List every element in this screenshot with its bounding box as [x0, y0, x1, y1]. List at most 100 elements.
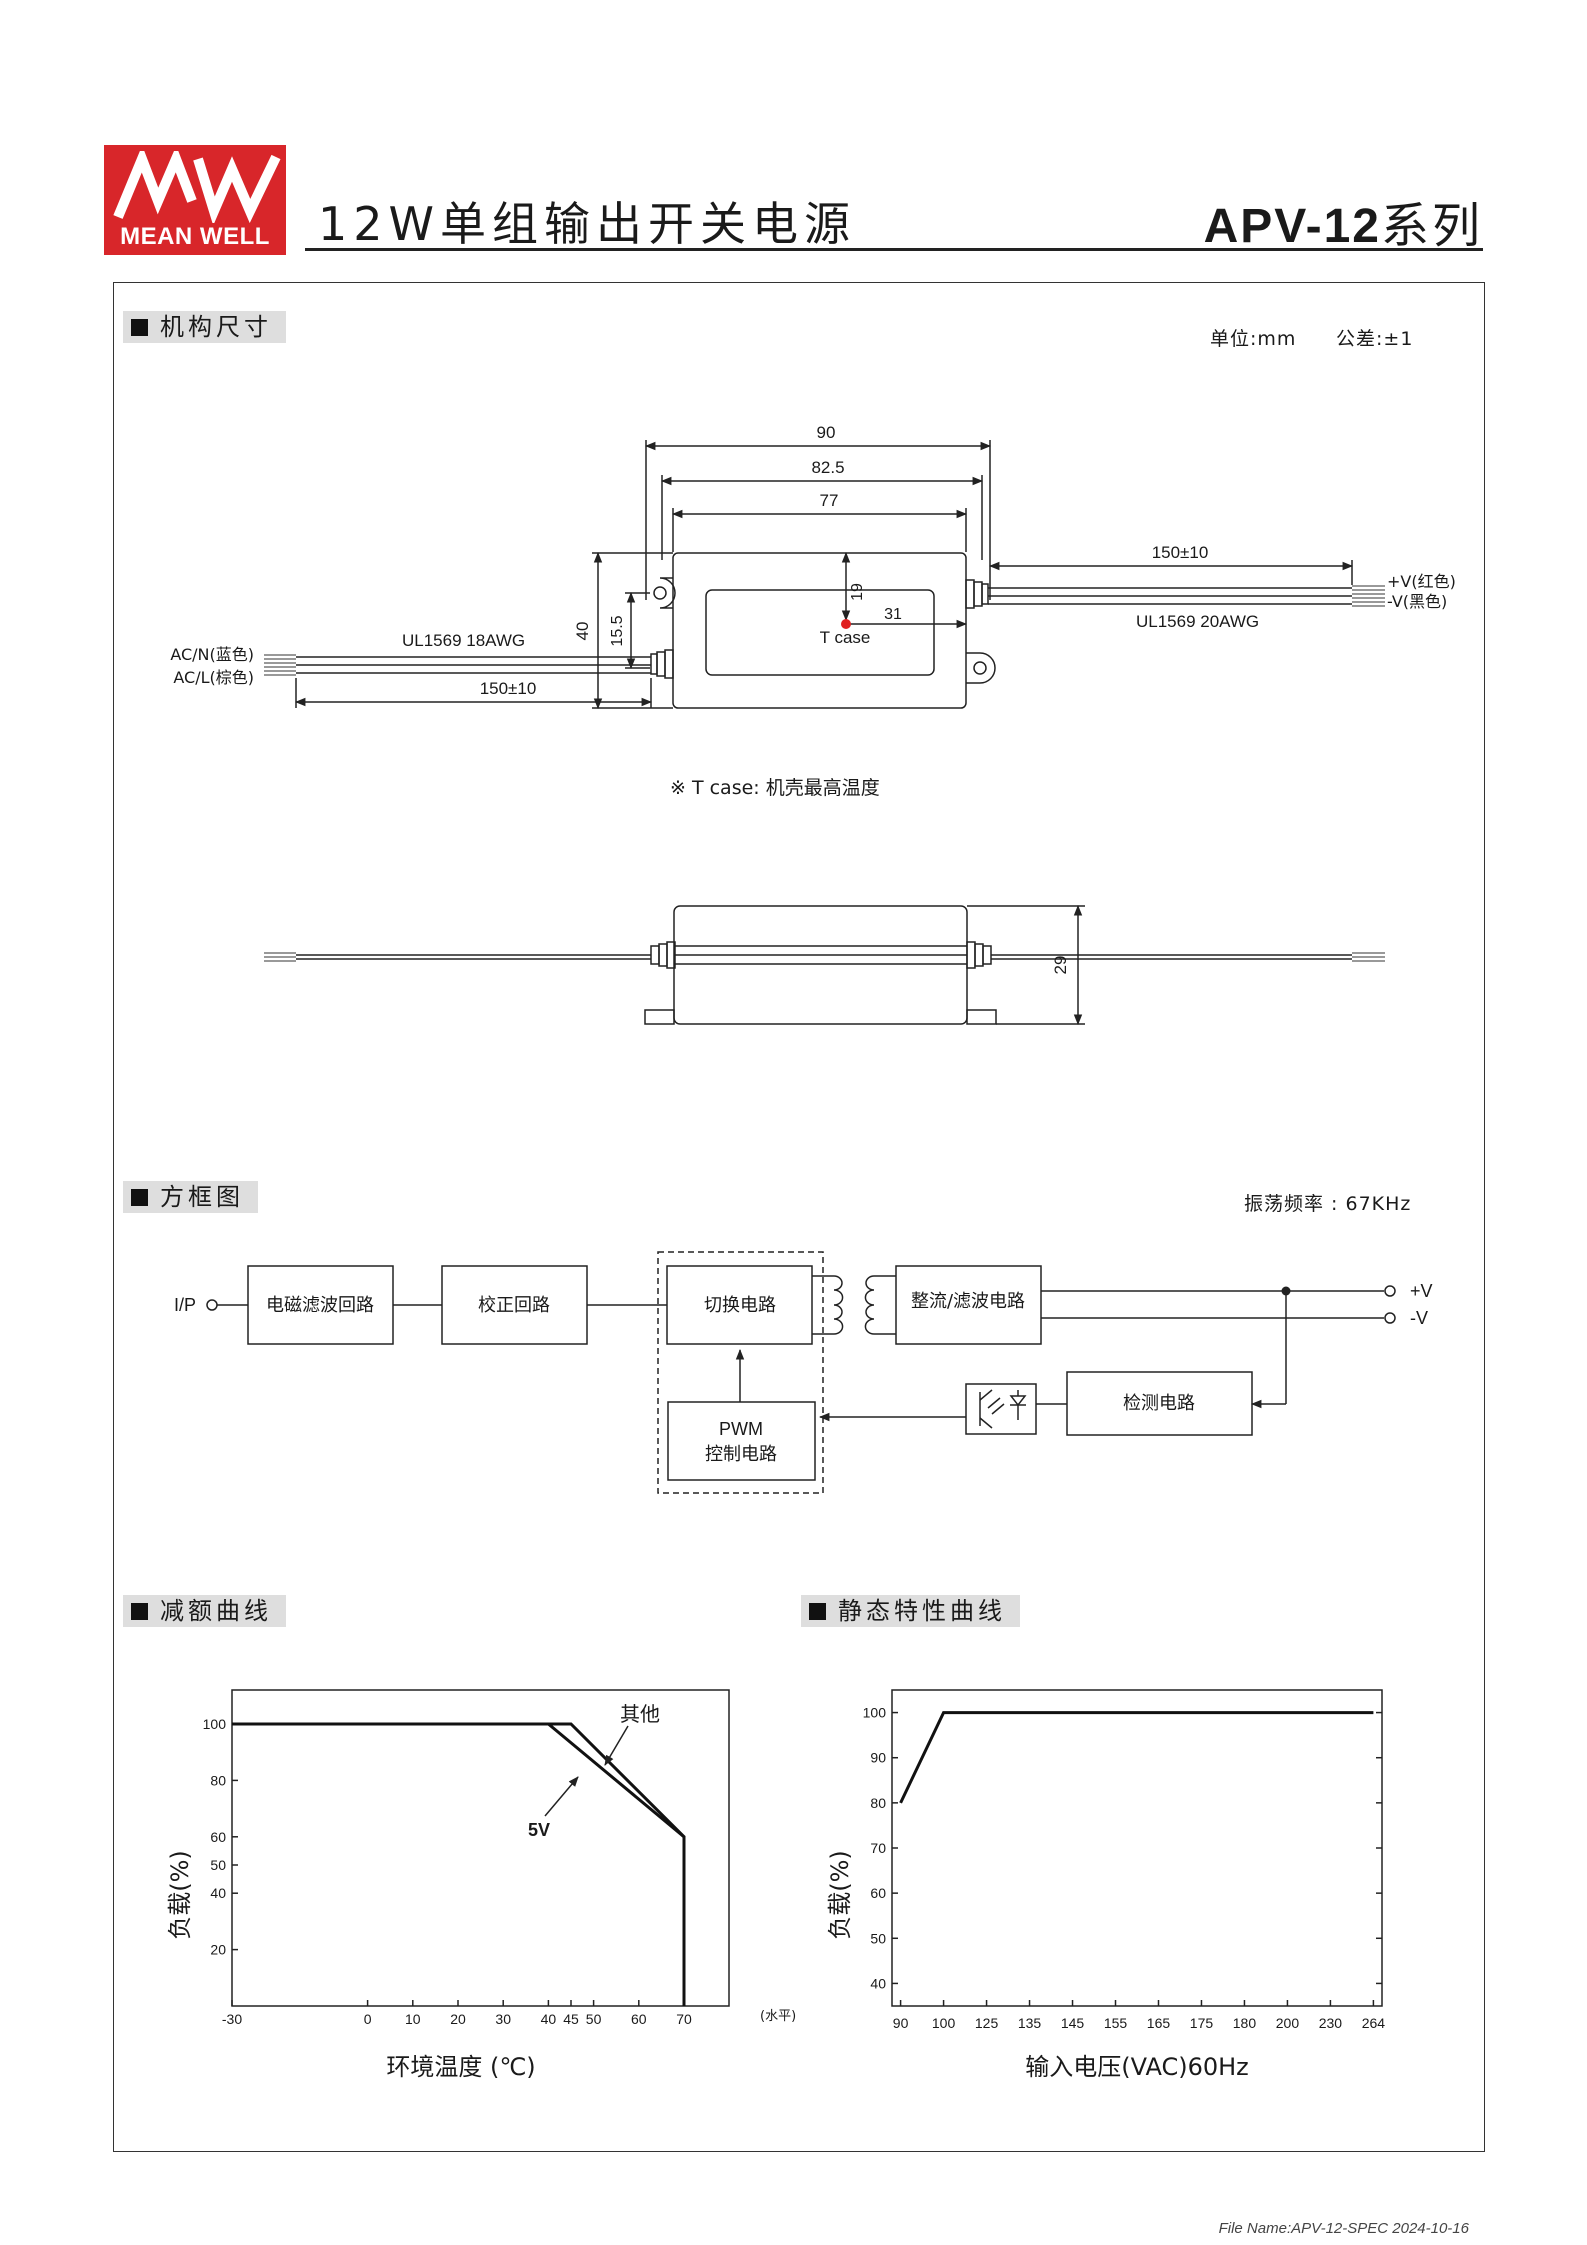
static-y-tick-label: 100: [863, 1705, 887, 1721]
dim-40: 40: [573, 622, 592, 641]
derating-series-line-5v: [232, 1722, 686, 2006]
section-static-title: 静态特性曲线: [838, 1597, 1006, 1625]
out-minus-label: -V: [1410, 1308, 1428, 1328]
bullet-square-icon: [809, 1603, 826, 1620]
static-x-tick-label: 180: [1233, 2015, 1257, 2031]
dim-77: 77: [820, 491, 839, 510]
bullet-square-icon: [131, 319, 148, 336]
tcase-label: T case: [820, 628, 871, 647]
wire-right-length: 150±10: [1152, 543, 1209, 562]
junction-dot-icon: [1281, 1286, 1291, 1296]
wire-left-spec: UL1569 18AWG: [402, 631, 525, 650]
series-model: APV-12: [1203, 200, 1381, 253]
dim-82-5: 82.5: [811, 458, 844, 477]
dim-90: 90: [817, 423, 836, 442]
static-y-tick-label: 80: [870, 1795, 886, 1811]
derating-xlabel: 环境温度 (℃): [386, 2053, 535, 2081]
mw-logo-mark: [113, 151, 281, 223]
wire-right-spec: UL1569 20AWG: [1136, 612, 1259, 631]
derating-x-tick-label: 70: [676, 2011, 692, 2027]
derating-y-tick-label: 50: [210, 1857, 226, 1873]
static-x-tick-label: 264: [1362, 2015, 1386, 2031]
derating-y-tick-label: 80: [210, 1772, 226, 1788]
static-x-tick-label: 145: [1061, 2015, 1085, 2031]
derating-x-tick-label: 10: [405, 2011, 421, 2027]
static-series-line: [899, 1711, 1374, 1804]
mechanical-side-view: [296, 904, 1352, 1026]
document-title: 12W单组输出开关电源: [318, 197, 857, 251]
mean-well-logo: MEAN WELL: [104, 145, 286, 255]
static-ylabel: 负载(%): [826, 1850, 854, 1940]
controller-dashed-box: [657, 1251, 824, 1494]
static-x-tick-label: 135: [1018, 2015, 1042, 2031]
section-derating-title: 减额曲线: [160, 1597, 272, 1625]
derating-x-suffix: (水平): [760, 2009, 796, 2024]
vminus-label: -V(黑色): [1387, 592, 1447, 611]
transformer-primary-icon: [833, 1275, 844, 1335]
pwm-block: [667, 1401, 816, 1481]
out-plus-label: +V: [1410, 1281, 1433, 1301]
logo-text: MEAN WELL: [120, 223, 270, 250]
static-x-tick-label: 200: [1276, 2015, 1300, 2031]
derating-x-tick-label: 45: [563, 2011, 579, 2027]
static-y-tick-label: 70: [870, 1840, 886, 1856]
static-y-tick-label: 40: [870, 1975, 886, 1991]
static-x-tick-label: 175: [1190, 2015, 1214, 2031]
static-x-tick-label: 90: [893, 2015, 909, 2031]
static-y-tick-label: 50: [870, 1930, 886, 1946]
emi-label: 电磁滤波回路: [266, 1295, 374, 1316]
input-label: I/P: [174, 1295, 196, 1315]
detection-label: 检测电路: [1123, 1393, 1195, 1414]
pfc-label: 校正回路: [478, 1295, 550, 1316]
derating-series-line-other: [232, 1722, 686, 2006]
tolerance-note: 公差:±1: [1336, 328, 1414, 350]
pwm-label-2: 控制电路: [705, 1444, 777, 1465]
section-mechanical-title: 机构尺寸: [160, 313, 272, 341]
derating-x-tick-label: 50: [586, 2011, 602, 2027]
vplus-label: +V(红色): [1387, 572, 1456, 591]
vminus-terminal-icon: [1384, 1312, 1396, 1324]
series-title: APV-12系列: [1204, 186, 1483, 256]
series-suffix: 系列: [1380, 198, 1483, 254]
dim-19: 19: [849, 583, 866, 601]
content-frame: [113, 282, 1485, 2152]
section-static: 静态特性曲线: [801, 1595, 1020, 1627]
section-block-diagram-title: 方框图: [160, 1183, 244, 1211]
static-y-tick-label: 60: [870, 1885, 886, 1901]
acn-label: AC/N(蓝色): [170, 645, 254, 664]
pwm-label-1: PWM: [719, 1419, 763, 1439]
footer-filename: File Name:APV-12-SPEC 2024-10-16: [1218, 2220, 1469, 2237]
derating-y-tick-label: 20: [210, 1942, 226, 1958]
derating-x-tick-label: 20: [450, 2011, 466, 2027]
rectifier-block: [895, 1265, 1042, 1345]
label-pointer-5v: [544, 1776, 579, 1817]
rectifier-label: 整流/滤波电路: [911, 1291, 1025, 1312]
static-xlabel: 输入电压(VAC)60Hz: [1025, 2053, 1249, 2081]
derating-y-tick-label: 100: [203, 1716, 227, 1732]
oscillation-note: 振荡频率 : 67KHz: [1244, 1193, 1412, 1215]
derating-x-tick-label: 40: [541, 2011, 557, 2027]
wire-ends-icon: [264, 585, 1385, 676]
derating-series-label-other: 其他: [620, 1702, 660, 1726]
section-mechanical: 机构尺寸: [123, 311, 286, 343]
header-rule: [305, 248, 1483, 251]
section-derating: 减额曲线: [123, 1595, 286, 1627]
switching-block: [666, 1265, 813, 1345]
static-y-tick-label: 90: [870, 1750, 886, 1766]
tcase-point-icon: [841, 619, 851, 629]
derating-x-tick-label: 30: [495, 2011, 511, 2027]
block-diagram: [206, 1251, 1396, 1494]
derating-x-tick-label: 0: [364, 2011, 372, 2027]
derating-ylabel: 负载(%): [166, 1850, 194, 1940]
label-pointer-other: [604, 1725, 629, 1766]
input-terminal-icon: [206, 1299, 218, 1311]
wire-ends-side-icon: [264, 952, 1385, 962]
static-x-tick-label: 125: [975, 2015, 999, 2031]
dim-29: 29: [1051, 956, 1070, 975]
wire-left-length: 150±10: [480, 679, 537, 698]
static-x-tick-label: 165: [1147, 2015, 1171, 2031]
vplus-terminal-icon: [1384, 1285, 1396, 1297]
